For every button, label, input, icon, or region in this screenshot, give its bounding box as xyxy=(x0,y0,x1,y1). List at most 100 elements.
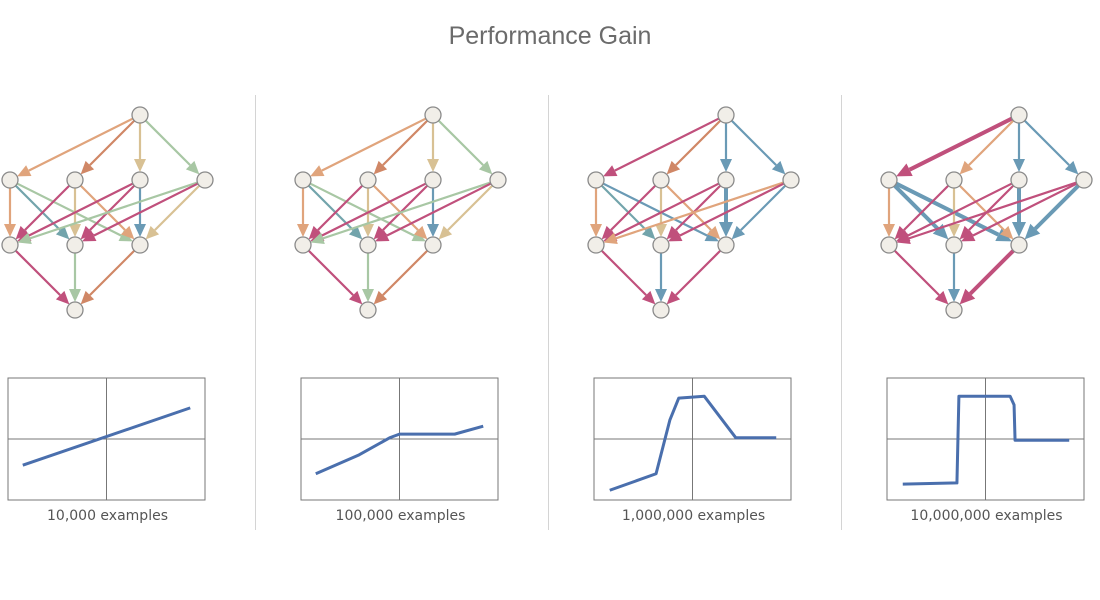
arrowhead-icon xyxy=(373,225,388,240)
arrowhead-icon xyxy=(641,290,656,305)
edge-line xyxy=(382,249,429,296)
edge-f-h xyxy=(362,253,374,302)
edge-t-c xyxy=(1013,123,1025,172)
node-h xyxy=(945,301,963,319)
edge-d-f xyxy=(82,182,199,242)
arrowhead-icon xyxy=(69,289,81,302)
arrowhead-icon xyxy=(80,160,95,175)
node-c xyxy=(1010,171,1028,189)
network-graph xyxy=(880,106,1093,319)
edge-line xyxy=(437,119,484,166)
divider xyxy=(841,95,842,530)
arrowhead-icon xyxy=(668,230,683,242)
edge-line xyxy=(679,182,785,237)
edge-b-f xyxy=(69,188,81,237)
arrowhead-icon xyxy=(427,224,439,237)
edge-d-f xyxy=(375,182,492,242)
edge-line xyxy=(614,182,720,237)
arrowhead-icon xyxy=(55,225,70,240)
arrowhead-icon xyxy=(961,230,976,242)
arrowhead-icon xyxy=(999,225,1014,240)
arrowhead-icon xyxy=(55,290,70,305)
edge-t-a xyxy=(896,116,1013,177)
arrowhead-icon xyxy=(373,160,388,175)
arrowhead-icon xyxy=(771,160,786,175)
edge-t-b xyxy=(373,119,429,175)
edge-e-h xyxy=(893,249,949,305)
edge-t-b xyxy=(666,119,722,175)
edge-e-h xyxy=(600,249,656,305)
edge-e-h xyxy=(307,249,363,305)
edge-d-e xyxy=(17,181,198,245)
arrowhead-icon xyxy=(427,159,439,172)
arrowhead-icon xyxy=(655,289,667,302)
arrowhead-icon xyxy=(134,159,146,172)
edge-b-e xyxy=(601,184,657,240)
node-g xyxy=(1010,236,1028,254)
arrowhead-icon xyxy=(641,225,656,240)
arrowhead-icon xyxy=(896,232,911,245)
edge-line xyxy=(154,184,201,231)
edge-line xyxy=(317,184,364,231)
performance-curve xyxy=(315,424,484,476)
arrowhead-icon xyxy=(438,225,453,240)
edge-t-a xyxy=(310,117,427,177)
arrowhead-icon xyxy=(348,290,363,305)
arrowhead-icon xyxy=(731,225,746,240)
node-t xyxy=(131,106,149,124)
arrowhead-icon xyxy=(145,225,160,240)
arrowhead-icon xyxy=(310,165,325,177)
node-d xyxy=(1075,171,1093,189)
divider xyxy=(255,95,256,530)
node-d xyxy=(196,171,214,189)
edge-line xyxy=(895,181,1000,237)
edge-line xyxy=(675,184,722,231)
arrowhead-icon xyxy=(308,225,323,240)
arrowhead-icon xyxy=(80,225,95,240)
edge-c-g xyxy=(427,188,439,237)
arrowhead-icon xyxy=(120,225,135,240)
panel-label: 100,000 examples xyxy=(335,508,466,524)
arrowhead-icon xyxy=(666,225,681,240)
edge-b-f xyxy=(362,188,374,237)
edge-line xyxy=(24,184,71,231)
edge-line xyxy=(321,117,427,172)
edge-line xyxy=(14,249,61,296)
edge-line xyxy=(16,182,122,237)
edge-g-h xyxy=(666,249,722,305)
node-b xyxy=(652,171,670,189)
edge-b-e xyxy=(894,184,950,240)
edge-c-f xyxy=(959,184,1015,240)
edge-c-g xyxy=(719,188,733,237)
arrowhead-icon xyxy=(948,289,960,302)
edge-line xyxy=(614,117,720,172)
edge-c-f xyxy=(666,184,722,240)
node-f xyxy=(359,236,377,254)
edge-line xyxy=(600,249,647,296)
arrowhead-icon xyxy=(478,160,493,175)
arrowhead-icon xyxy=(948,224,960,237)
edge-line xyxy=(908,116,1013,172)
network-graph xyxy=(1,106,214,319)
edge-t-c xyxy=(134,123,146,172)
edge-d-e xyxy=(603,181,784,245)
arrowhead-icon xyxy=(362,289,374,302)
edge-g-h xyxy=(373,249,429,305)
performance-curve xyxy=(22,406,191,467)
node-b xyxy=(945,171,963,189)
node-e xyxy=(1,236,19,254)
arrowhead-icon xyxy=(883,224,895,237)
edge-line xyxy=(29,181,198,240)
edge-line xyxy=(89,119,136,166)
arrowhead-icon xyxy=(134,224,146,237)
edge-line xyxy=(615,181,784,240)
edge-c-f xyxy=(80,184,136,240)
arrowhead-icon xyxy=(666,290,681,305)
node-g xyxy=(131,236,149,254)
edge-line xyxy=(893,249,940,296)
edge-d-e xyxy=(896,181,1077,245)
edge-line xyxy=(903,184,950,231)
edge-c-g xyxy=(1012,188,1026,237)
node-h xyxy=(359,301,377,319)
edge-line xyxy=(382,119,429,166)
